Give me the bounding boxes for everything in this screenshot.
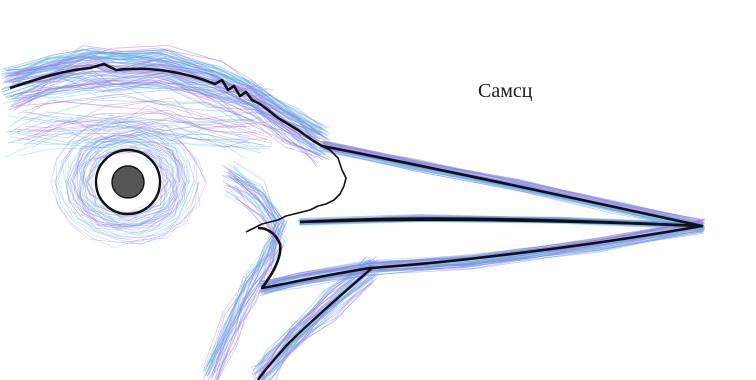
eye-pupil — [112, 166, 144, 198]
figure-label: Самсц — [478, 80, 532, 103]
trace-line — [7, 126, 272, 147]
trace-layer — [2, 45, 705, 380]
